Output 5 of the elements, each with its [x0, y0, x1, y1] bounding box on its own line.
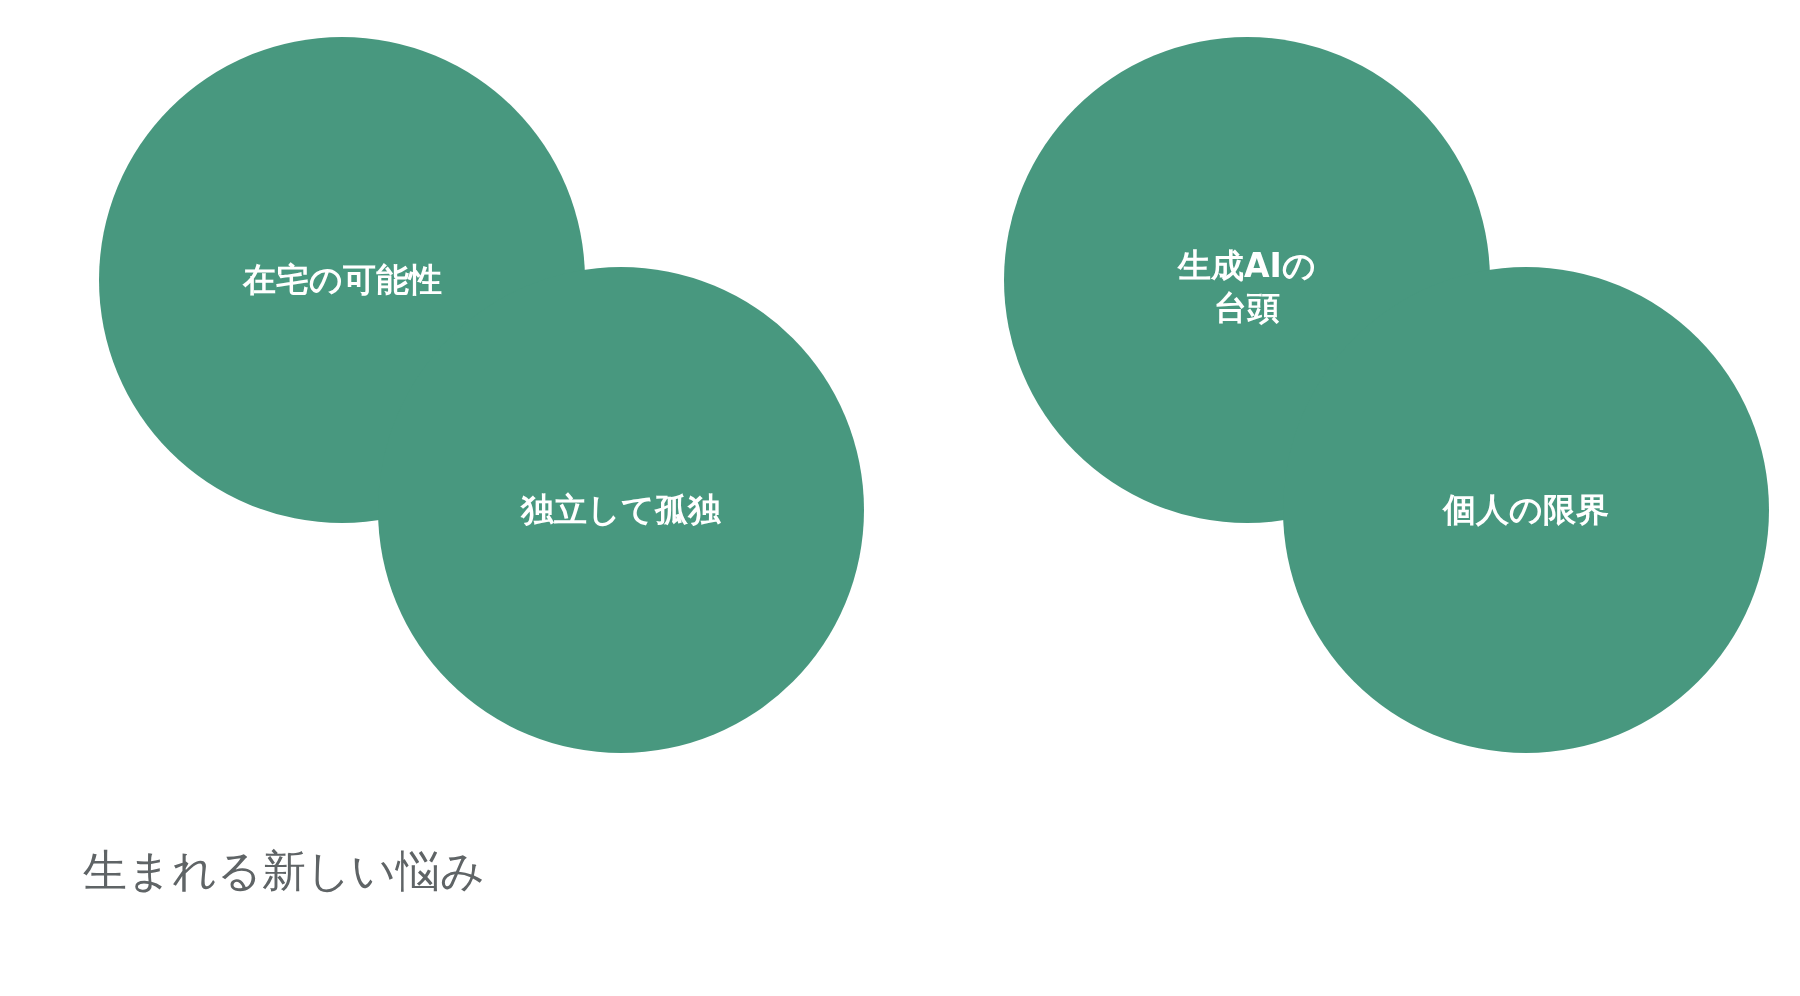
title: 生まれる新しい悩み: [83, 844, 485, 898]
circle-label: 生成AIの台頭: [1176, 245, 1317, 329]
circle-label: 在宅の可能性: [242, 259, 442, 301]
circle-label: 独立して孤独: [521, 489, 721, 531]
circle-label: 個人の限界: [1443, 489, 1609, 531]
